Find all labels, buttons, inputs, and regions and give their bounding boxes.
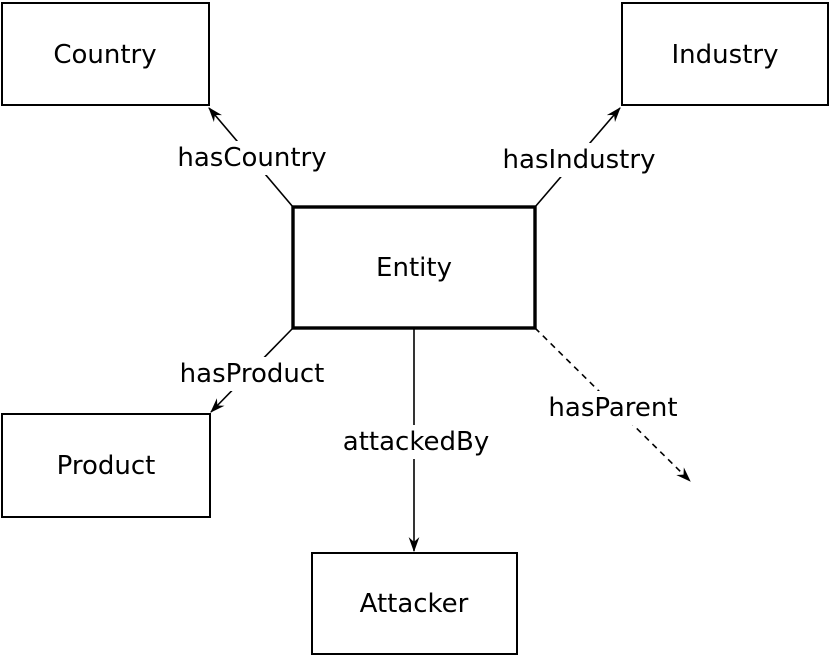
node-attacker: Attacker [311,552,518,655]
edge-label-text: hasProduct [180,359,325,389]
node-product: Product [1,413,211,518]
edge-label-bg [543,391,683,425]
node-country-box [1,2,210,106]
node-product-box [1,413,211,518]
node-country: Country [1,2,210,106]
node-industry-box [621,2,829,106]
node-industry: Industry [621,2,829,106]
node-entity: Entity [291,205,537,330]
edge-hasParent [534,327,691,482]
node-product-label: Product [57,451,156,481]
edge-label-text: hasIndustry [503,145,656,175]
edge-label-hasParent: hasParent [543,391,683,425]
edge-label-bg [338,425,494,459]
edge-hasParent-line [534,327,691,482]
edge-label-bg [173,357,333,391]
edge-label-hasIndustry: hasIndustry [494,143,664,177]
edge-label-text: hasCountry [177,143,326,173]
edge-label-text: hasParent [548,393,677,423]
node-entity-label: Entity [376,253,452,283]
edge-label-hasCountry: hasCountry [170,141,335,175]
edge-label-text: attackedBy [343,427,489,457]
node-attacker-label: Attacker [360,589,469,619]
node-entity-box [291,205,537,330]
node-attacker-box [311,552,518,655]
edge-label-bg [494,143,664,177]
edge-label-bg [170,141,335,175]
node-country-label: Country [53,40,156,70]
edge-label-hasProduct: hasProduct [173,357,333,391]
node-industry-label: Industry [672,40,779,70]
edge-label-attackedBy: attackedBy [338,425,494,459]
